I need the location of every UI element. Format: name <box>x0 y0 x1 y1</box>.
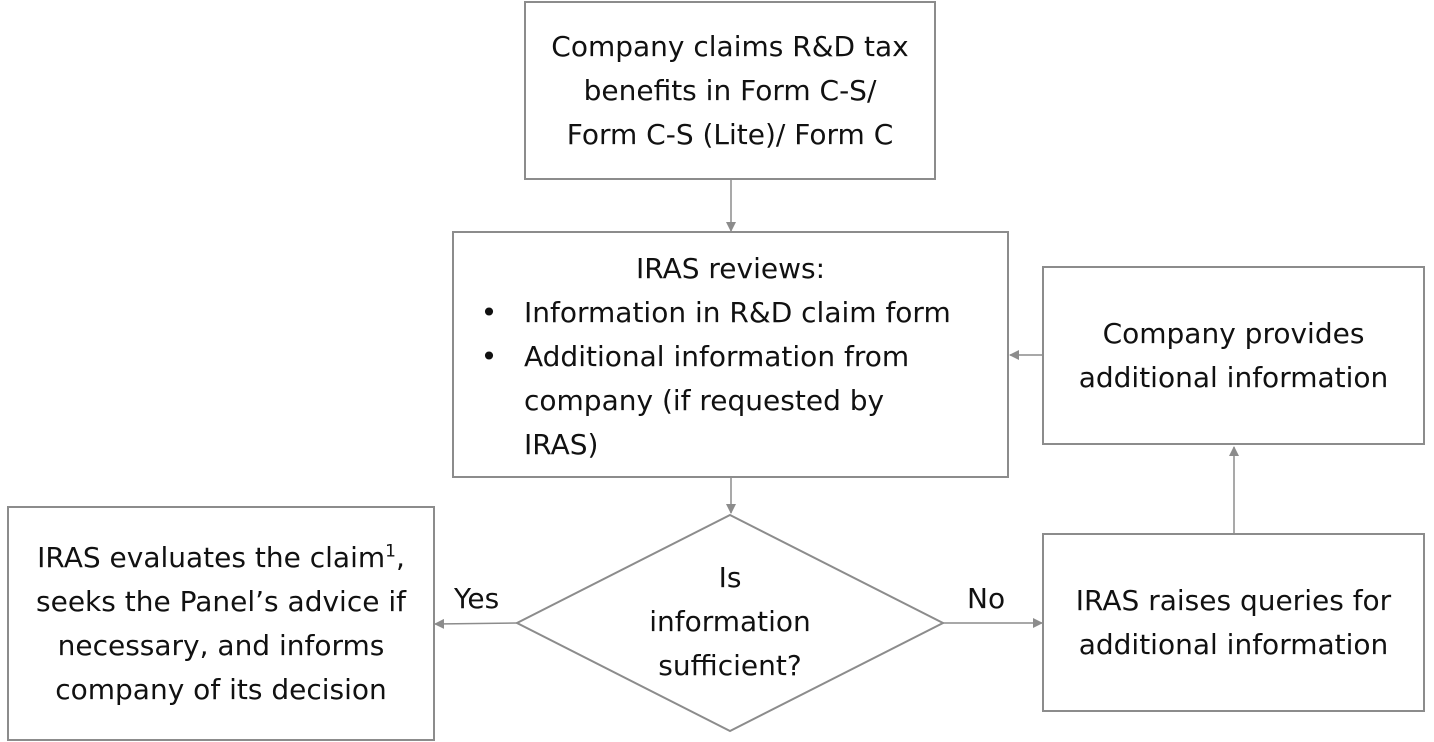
provides-line: Company provides <box>1102 316 1365 350</box>
footnote-marker: 1 <box>385 541 396 562</box>
review-bullet-line: IRAS) <box>524 428 599 461</box>
decision-line: sufficient? <box>658 649 802 682</box>
yes-label: Yes <box>454 582 500 615</box>
evaluate-line: seeks the Panel’s advice if <box>36 584 406 618</box>
provides-line: additional information <box>1078 360 1389 394</box>
claim-line: benefits in Form C-S/ <box>583 73 877 107</box>
decision-text: Is information sufficient? <box>580 556 880 688</box>
review-box: IRAS reviews: • Information in R&D claim… <box>452 231 1009 478</box>
review-bullet-item: • Information in R&D claim form <box>454 291 1007 335</box>
evaluate-line-text: IRAS evaluates the claim <box>37 540 386 574</box>
decision-line: information <box>649 605 811 638</box>
evaluate-line: necessary, and informs <box>57 628 385 662</box>
evaluate-box: IRAS evaluates the claim1, seeks the Pan… <box>7 506 435 741</box>
queries-line: additional information <box>1078 627 1389 661</box>
review-bullet-item: • Additional information from company (i… <box>454 335 1007 467</box>
claim-box: Company claims R&D tax benefits in Form … <box>524 1 936 180</box>
review-bullet-text: Information in R&D claim form <box>524 291 951 335</box>
review-bullet-line: Information in R&D claim form <box>524 296 951 329</box>
decision-line: Is <box>718 561 742 594</box>
review-bullet-line: company (if requested by <box>524 384 885 417</box>
claim-line: Form C-S (Lite)/ Form C <box>566 117 894 151</box>
review-heading: IRAS reviews: <box>635 252 826 285</box>
bullet-icon: • <box>480 296 498 329</box>
queries-line: IRAS raises queries for <box>1075 583 1392 617</box>
review-bullet-line: Additional information from <box>524 340 910 373</box>
queries-box: IRAS raises queries for additional infor… <box>1042 533 1425 712</box>
evaluate-line-punct: , <box>395 540 405 574</box>
claim-line: Company claims R&D tax <box>551 29 909 63</box>
bullet-icon: • <box>480 340 498 373</box>
no-label: No <box>967 582 1006 615</box>
decision-diamond <box>514 513 946 733</box>
review-bullet-text: Additional information from company (if … <box>524 335 909 467</box>
evaluate-line: company of its decision <box>55 672 387 706</box>
provides-box: Company provides additional information <box>1042 266 1425 445</box>
evaluate-line: IRAS evaluates the claim1, <box>37 536 405 580</box>
arrow-yes-to-evaluate <box>434 618 518 629</box>
